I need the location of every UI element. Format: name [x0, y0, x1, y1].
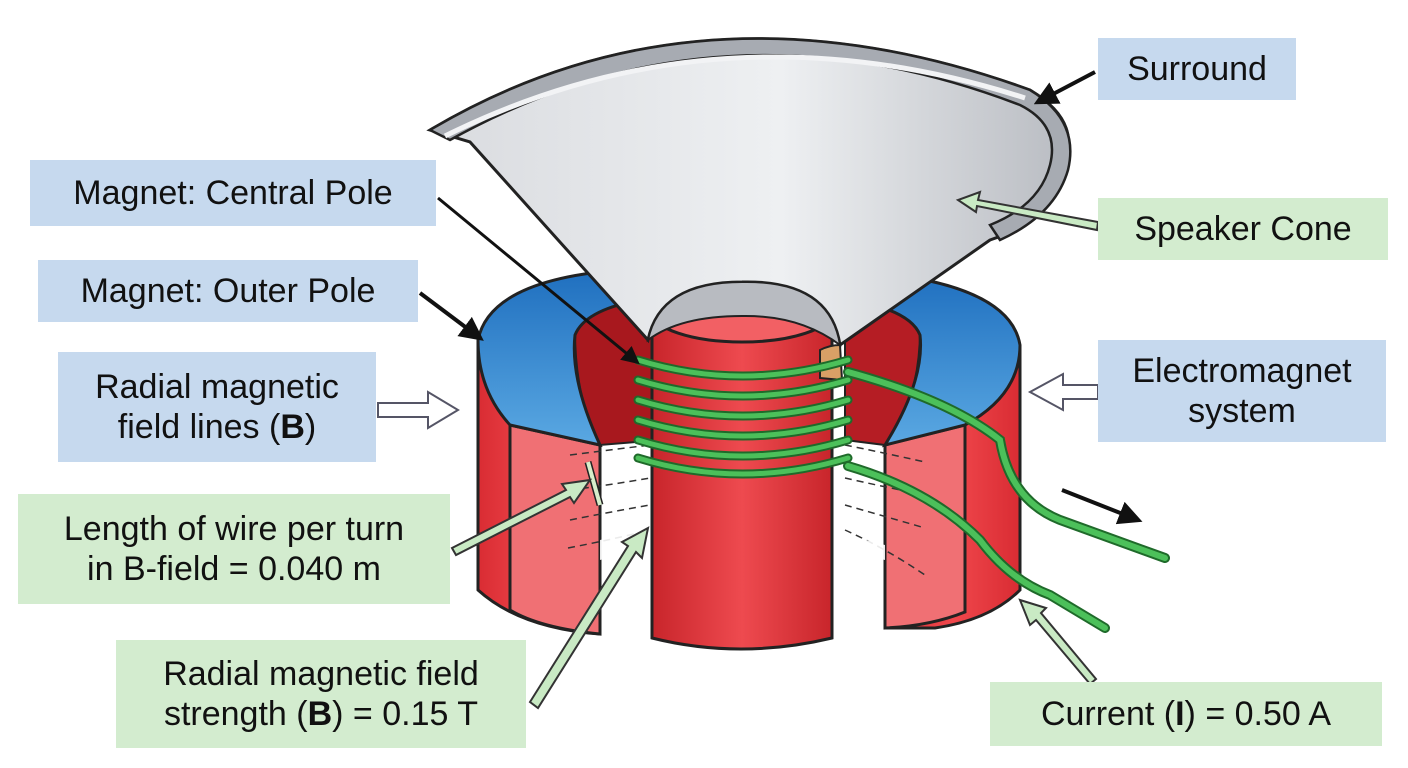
speaker-cone: [426, 37, 1072, 382]
voice-coil: [633, 355, 1170, 633]
label-electromagnet-line1: Electromagnet: [1132, 352, 1352, 390]
label-electromagnet-system: Electromagnet system: [1098, 340, 1386, 442]
annotation-arrows: [377, 70, 1143, 710]
label-radial-field-lines-line2: field lines (B): [118, 407, 316, 447]
label-current-line: Current (I) = 0.50 A: [1041, 694, 1331, 734]
label-speaker-cone: Speaker Cone: [1098, 198, 1388, 260]
label-current: Current (I) = 0.50 A: [990, 682, 1382, 746]
label-radial-field-lines-line1: Radial magnetic: [95, 368, 339, 406]
label-central-pole: Magnet: Central Pole: [30, 160, 436, 226]
current-suffix: ) = 0.50 A: [1184, 695, 1332, 733]
field-strength-prefix: strength (: [163, 695, 308, 733]
current-symbol: I: [1175, 695, 1185, 733]
label-wire-length-line1: Length of wire per turn: [63, 510, 405, 548]
radial-lines-symbol: B: [280, 408, 305, 446]
label-radial-field-lines: Radial magnetic field lines (B): [58, 352, 376, 462]
radial-lines-prefix: field lines (: [117, 408, 281, 446]
label-field-strength-line1: Radial magnetic field: [163, 655, 479, 693]
field-strength-symbol: B: [307, 695, 333, 733]
label-surround: Surround: [1098, 38, 1296, 100]
radial-lines-suffix: ): [304, 408, 317, 446]
label-field-strength-line2: strength (B) = 0.15 T: [164, 694, 478, 734]
current-prefix: Current (: [1040, 695, 1176, 733]
label-central-pole-text: Magnet: Central Pole: [73, 174, 393, 212]
label-speaker-cone-text: Speaker Cone: [1134, 210, 1352, 248]
label-outer-pole: Magnet: Outer Pole: [38, 260, 418, 322]
label-wire-length: Length of wire per turn in B-field = 0.0…: [18, 494, 450, 604]
label-field-strength: Radial magnetic field strength (B) = 0.1…: [116, 640, 526, 748]
label-electromagnet-line2: system: [1188, 392, 1296, 430]
label-outer-pole-text: Magnet: Outer Pole: [80, 272, 376, 310]
field-strength-suffix: ) = 0.15 T: [332, 695, 479, 733]
label-surround-text: Surround: [1127, 50, 1267, 88]
label-wire-length-line2: in B-field = 0.040 m: [87, 550, 381, 588]
